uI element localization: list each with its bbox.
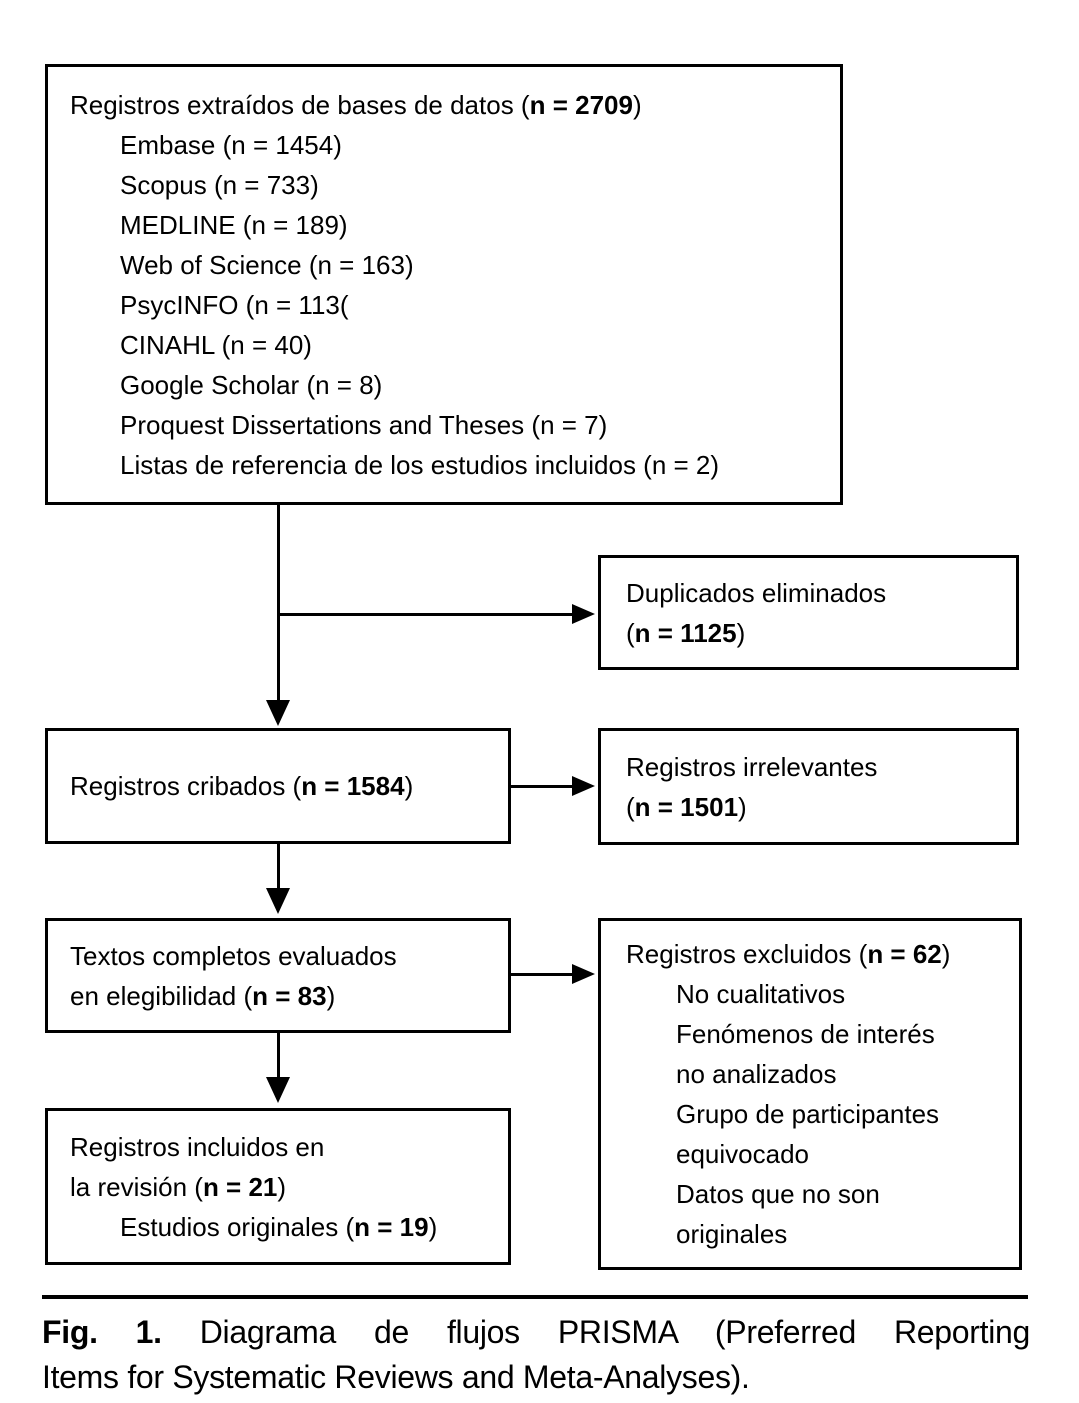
database-item: CINAHL (n = 40) (120, 329, 312, 360)
included-line3: Estudios originales (n = 19) (120, 1211, 438, 1242)
excluded-reason: Datos que no son (676, 1179, 880, 1209)
caption-divider (42, 1295, 1028, 1299)
box-duplicates-removed: Duplicados eliminados (n = 1125) (598, 555, 1019, 670)
arrowhead-down-1 (266, 700, 290, 726)
excluded-reason: no analizados (676, 1059, 837, 1089)
fulltext-line2: en elegibilidad (n = 83) (70, 980, 336, 1011)
connector-line-to-duplicates (277, 613, 573, 616)
connector-line-to-excluded (511, 973, 573, 976)
database-item: Proquest Dissertations and Theses (n = 7… (120, 409, 608, 440)
arrowhead-right-excluded (572, 964, 595, 984)
included-line2: la revisión (n = 21) (70, 1171, 287, 1202)
screened-line: Registros cribados (n = 1584) (70, 771, 414, 801)
arrowhead-down-3 (266, 1077, 290, 1103)
connector-line-down-3 (277, 1033, 280, 1079)
database-item: MEDLINE (n = 189) (120, 209, 348, 240)
box-records-screened: Registros cribados (n = 1584) (45, 728, 511, 844)
database-item: Listas de referencia de los estudios inc… (120, 449, 720, 480)
duplicates-line1: Duplicados eliminados (626, 577, 887, 608)
excluded-reason: equivocado (676, 1139, 809, 1169)
caption-line2: Items for Systematic Reviews and Meta-An… (42, 1359, 750, 1395)
excluded-reason: originales (676, 1219, 788, 1249)
database-item: Embase (n = 1454) (120, 129, 342, 160)
database-item: PsycINFO (n = 113( (120, 289, 349, 320)
excluded-reason: Fenómenos de interés (676, 1019, 935, 1049)
arrowhead-right-irrelevant (572, 776, 595, 796)
database-item: Scopus (n = 733) (120, 169, 319, 200)
database-item: Web of Science (n = 163) (120, 249, 414, 280)
included-line1: Registros incluidos en (70, 1131, 325, 1162)
box-fulltext-assessed: Textos completos evaluados en elegibilid… (45, 918, 511, 1033)
excluded-reason: Grupo de participantes (676, 1099, 940, 1129)
arrowhead-down-2 (266, 888, 290, 914)
box-records-excluded: Registros excluidos (n = 62) No cualitat… (598, 918, 1022, 1270)
excluded-title: Registros excluidos (n = 62) (626, 939, 951, 969)
fulltext-line1: Textos completos evaluados (70, 940, 397, 971)
irrelevant-line1: Registros irrelevantes (626, 751, 878, 782)
identification-title: Registros extraídos de bases de datos (n… (70, 89, 642, 120)
caption-line1: Fig. 1. Diagrama de flujos PRISMA (Prefe… (42, 1314, 1031, 1350)
box-records-identified: Registros extraídos de bases de datos (n… (45, 64, 843, 505)
box-records-irrelevant: Registros irrelevantes (n = 1501) (598, 728, 1019, 845)
caption-label: Fig. 1. (42, 1314, 162, 1350)
connector-line-to-irrelevant (511, 785, 573, 788)
figure-caption: Fig. 1. Diagrama de flujos PRISMA (Prefe… (42, 1310, 1030, 1400)
excluded-reason: No cualitativos (676, 979, 846, 1009)
irrelevant-line2: (n = 1501) (626, 791, 747, 822)
arrowhead-right-duplicates (572, 604, 595, 624)
connector-line-down-1 (277, 505, 280, 704)
database-item: Google Scholar (n = 8) (120, 369, 383, 400)
box-records-included: Registros incluidos en la revisión (n = … (45, 1108, 511, 1265)
connector-line-down-2 (277, 844, 280, 890)
duplicates-line2: (n = 1125) (626, 617, 746, 648)
